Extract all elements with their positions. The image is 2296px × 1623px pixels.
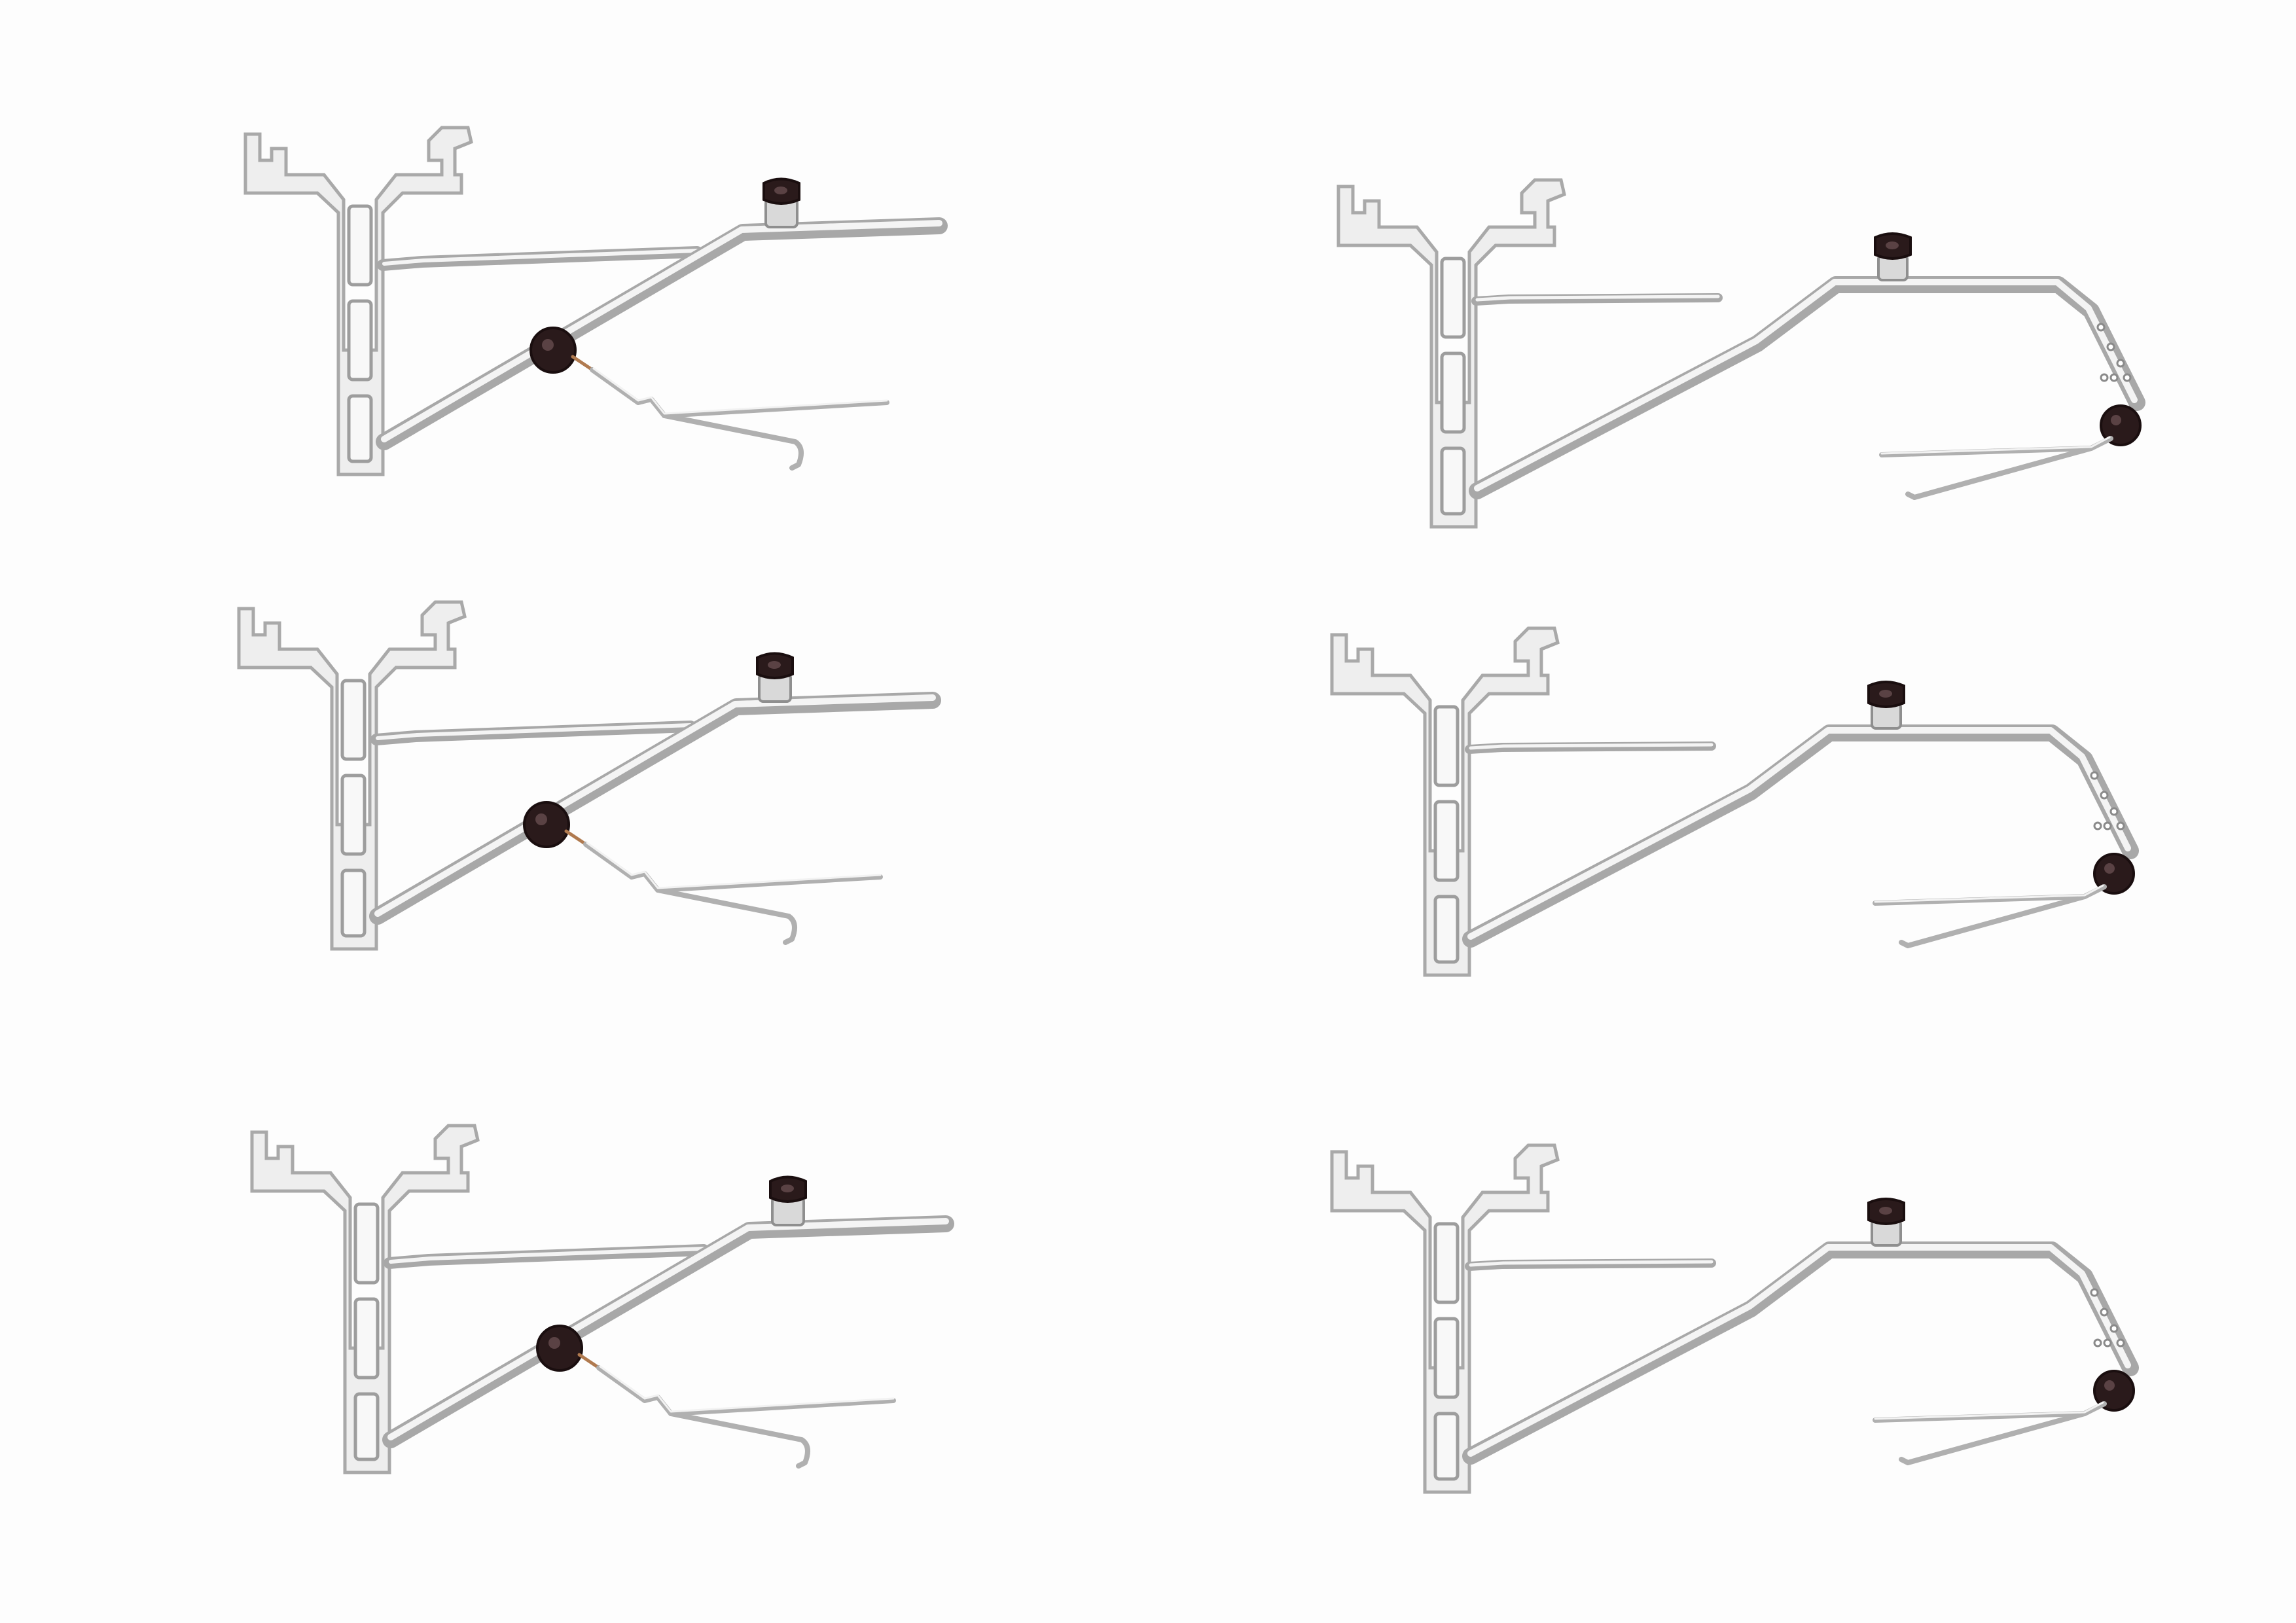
bracket-model-4: [1332, 628, 2134, 975]
bracket-model-3: [239, 602, 933, 949]
bracket-model-1: [245, 128, 939, 474]
bracket-model-6: [1332, 1145, 2134, 1492]
bracket-model-2: [1338, 180, 2140, 527]
bracket-model-5: [252, 1126, 946, 1472]
